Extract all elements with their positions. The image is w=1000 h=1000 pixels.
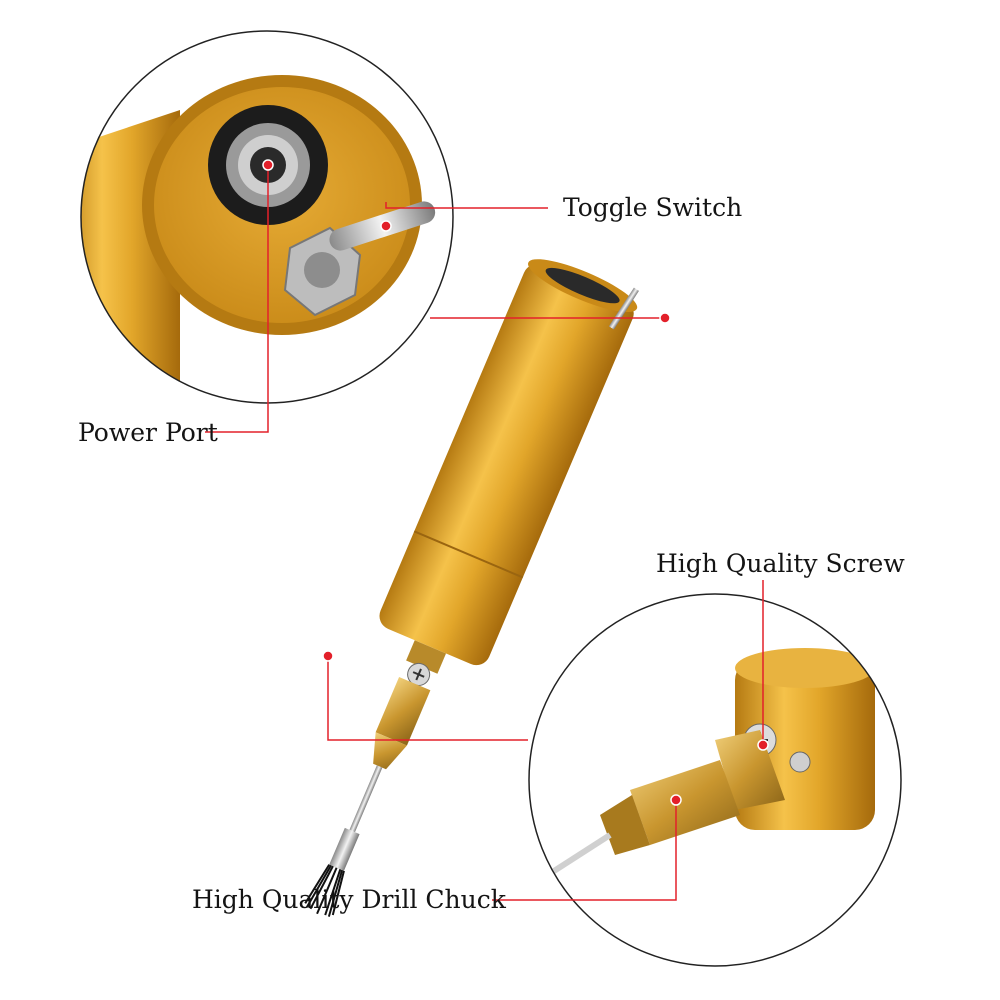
high-quality-screw-label: High Quality Screw: [656, 549, 905, 578]
callout-lines: [205, 165, 764, 901]
toggle-switch-label: Toggle Switch: [563, 193, 743, 222]
rotary-tool-body: [304, 259, 639, 917]
high-quality-drill-chuck-label: High Quality Drill Chuck: [192, 885, 506, 914]
detail-circle-bottom: [528, 593, 902, 967]
detail-circle-top: [80, 30, 454, 404]
callout-dots: [262, 159, 769, 806]
power-port-label: Power Port: [78, 418, 218, 447]
